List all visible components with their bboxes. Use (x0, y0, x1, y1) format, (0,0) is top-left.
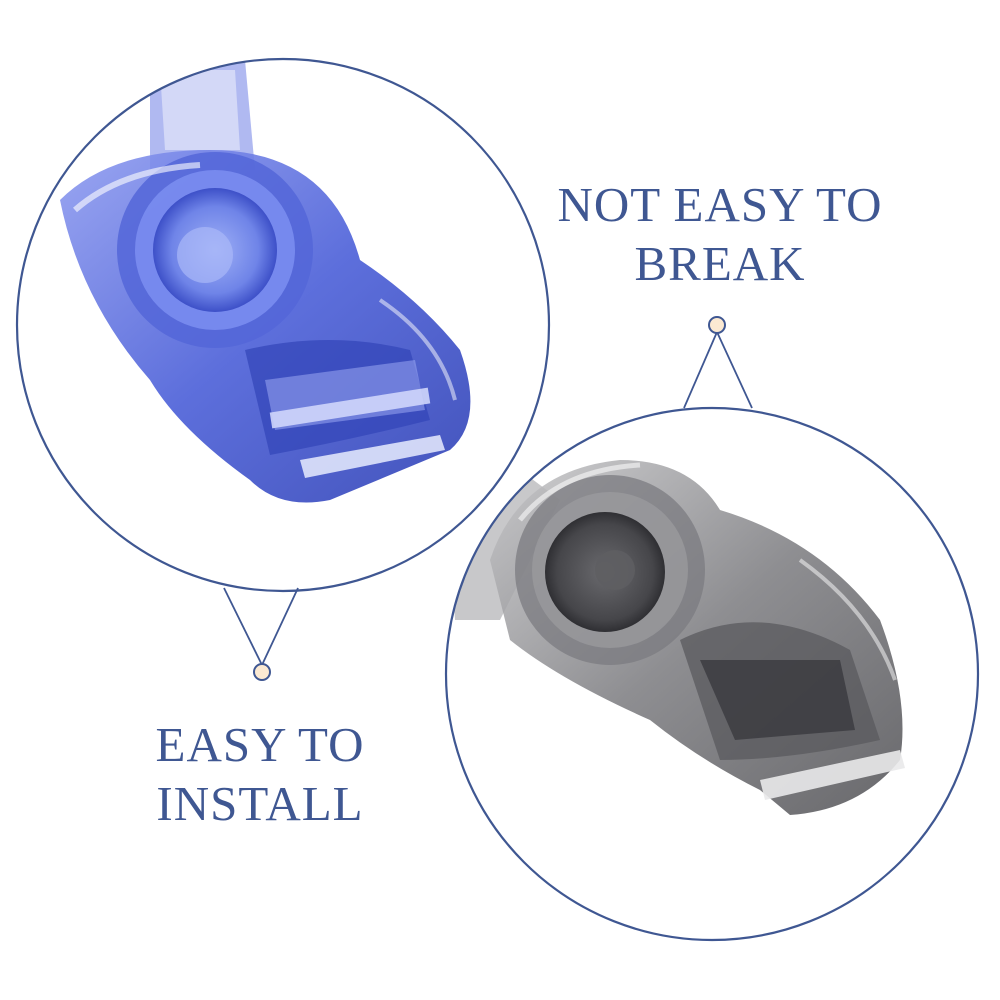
callout-line: EASY TO (155, 717, 365, 772)
callout-line: INSTALL (156, 775, 364, 831)
not-easy-to-break-label: NOT EASY TO BREAK (520, 176, 920, 294)
easy-to-install-label: EASY TO INSTALL (120, 716, 400, 834)
callout-line: NOT EASY TO (557, 177, 883, 232)
grey-clip-photo (450, 460, 905, 815)
callout-line: BREAK (634, 235, 806, 291)
install-callout-connector (223, 587, 299, 681)
blue-clip-circle-frame (15, 57, 551, 593)
grey-clip-circle-frame (444, 406, 980, 942)
callout-dot-top (708, 316, 726, 334)
break-callout-connector (683, 316, 753, 409)
callout-dot-bottom (253, 663, 271, 681)
blue-clip-photo (60, 60, 471, 503)
